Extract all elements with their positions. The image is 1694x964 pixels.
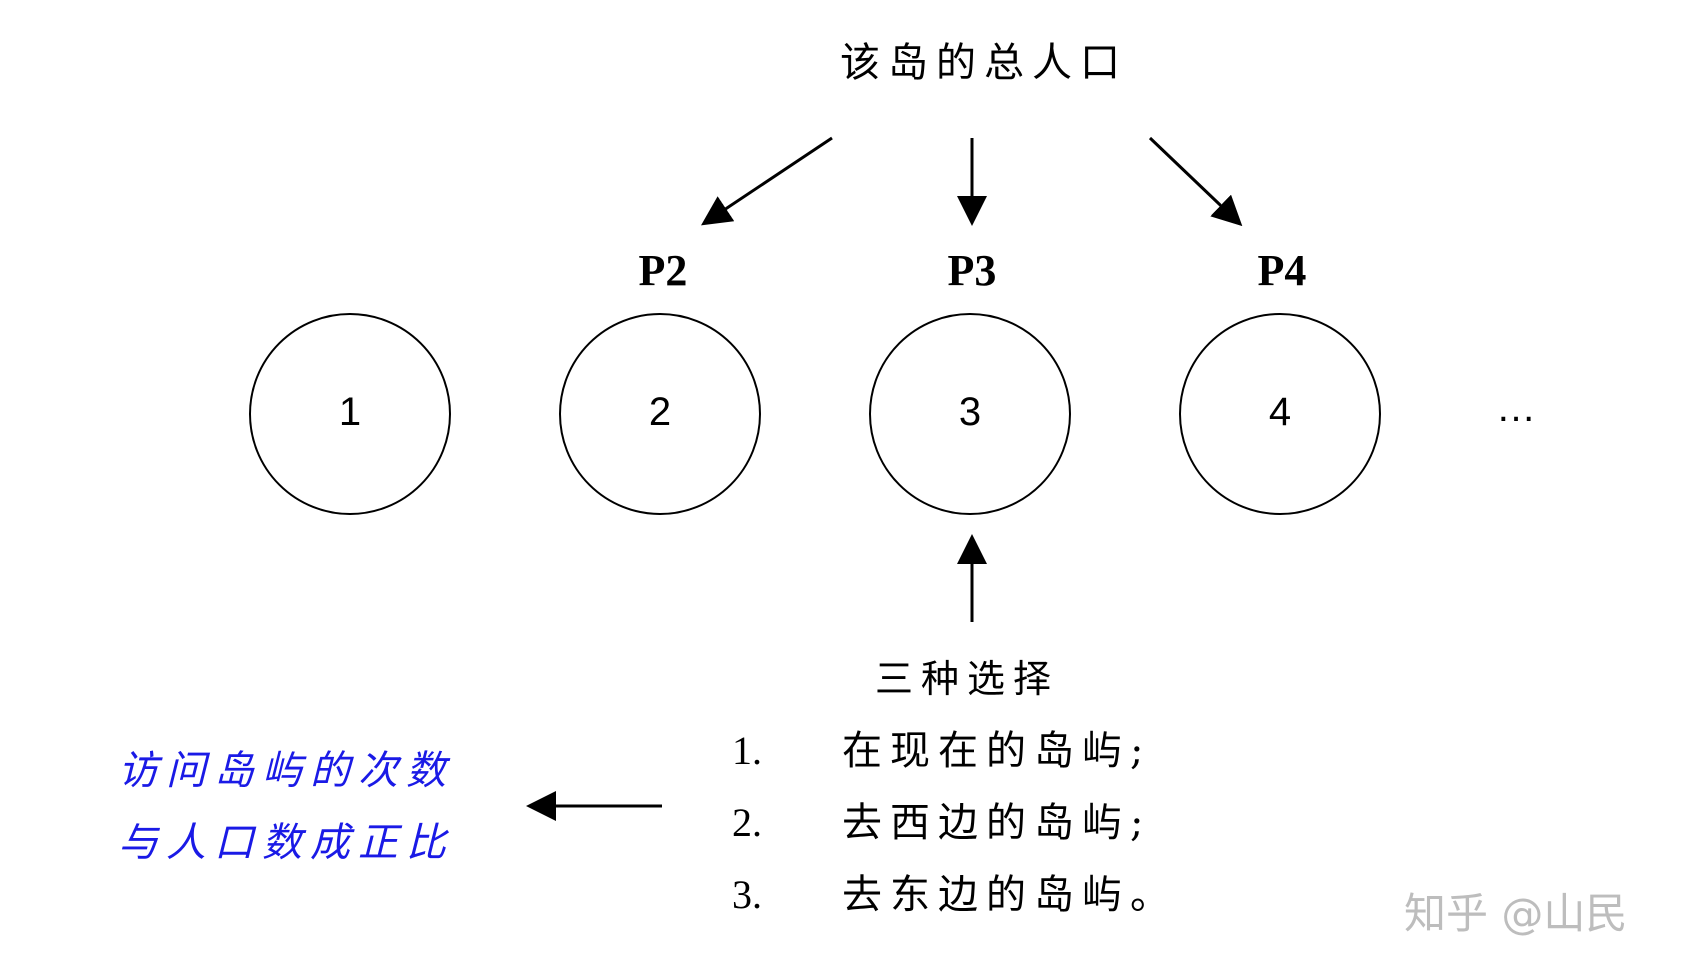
island-circle-1 bbox=[249, 313, 451, 515]
island-circle-3 bbox=[869, 313, 1071, 515]
choice-item: 2. 去西边的岛屿; bbox=[732, 790, 1151, 848]
island-number-4: 4 bbox=[1268, 390, 1292, 434]
arrow-to-p2 bbox=[701, 136, 833, 226]
arrow-to-p4 bbox=[1148, 136, 1243, 227]
more-islands-ellipsis: … bbox=[1496, 386, 1538, 430]
choice-item: 3. 去东边的岛屿。 bbox=[732, 862, 1178, 920]
choice-number: 1. bbox=[732, 728, 762, 773]
p4-label: P4 bbox=[1257, 246, 1307, 295]
choices-title: 三种选择 bbox=[875, 657, 1060, 701]
island-number-1: 1 bbox=[338, 390, 362, 434]
choice-text: 去西边的岛屿; bbox=[842, 800, 1152, 846]
p2-label: P2 bbox=[638, 246, 688, 295]
island-number-2: 2 bbox=[648, 390, 672, 434]
choice-text: 去东边的岛屿。 bbox=[842, 872, 1178, 918]
choice-number: 3. bbox=[732, 872, 762, 917]
p3-label: P3 bbox=[947, 246, 997, 295]
note-line-1: 访问岛屿的次数 bbox=[118, 748, 454, 794]
total-population-label: 该岛的总人口 bbox=[840, 40, 1128, 86]
choice-number: 2. bbox=[732, 800, 762, 845]
island-circle-4 bbox=[1179, 313, 1381, 515]
choice-item: 1. 在现在的岛屿; bbox=[732, 718, 1151, 776]
island-circle-2 bbox=[559, 313, 761, 515]
island-number-3: 3 bbox=[958, 390, 982, 434]
choice-text: 在现在的岛屿; bbox=[842, 728, 1152, 774]
note-line-2: 与人口数成正比 bbox=[118, 820, 454, 866]
watermark: 知乎 @山民 bbox=[1404, 889, 1628, 938]
